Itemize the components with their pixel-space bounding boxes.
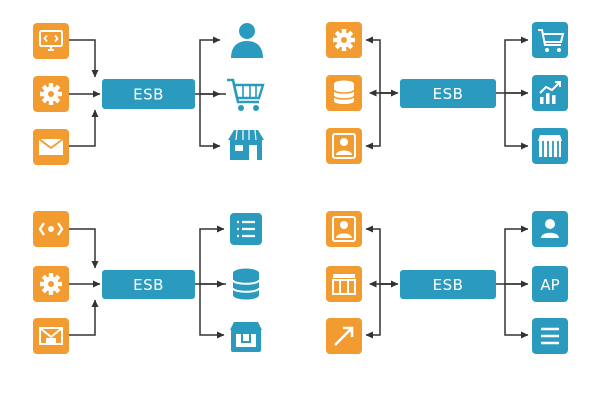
esb-box: ESB — [102, 270, 195, 299]
esb-label: ESB — [133, 86, 164, 104]
mail-icon — [33, 129, 69, 165]
connectors — [68, 225, 226, 339]
cart-icon — [532, 22, 568, 58]
diagram-bottom-right: ESB AP — [326, 211, 568, 354]
store-icon — [230, 322, 262, 352]
connectors — [365, 36, 529, 150]
connectors — [68, 36, 226, 150]
store-icon — [228, 129, 264, 160]
gear-icon — [326, 22, 362, 58]
database-icon — [326, 75, 362, 111]
user-icon — [326, 211, 362, 247]
esb-label: ESB — [433, 85, 464, 103]
user-icon — [532, 211, 568, 247]
esb-label: ESB — [433, 276, 464, 294]
menu-icon — [532, 318, 568, 354]
code-icon — [33, 211, 69, 247]
diagram-bottom-left: ESB — [33, 211, 262, 354]
database-icon — [232, 268, 260, 300]
esb-label: ESB — [133, 276, 164, 294]
chart-icon — [326, 318, 362, 354]
gear-icon — [33, 76, 69, 112]
mail-icon — [33, 318, 69, 354]
api-icon-label: AP — [540, 276, 559, 294]
code-icon — [33, 23, 69, 59]
api-icon: AP — [532, 266, 568, 302]
gear-icon — [33, 266, 69, 302]
store-icon — [532, 128, 568, 164]
diagram-top-right: ESB — [326, 22, 568, 164]
esb-box: ESB — [400, 270, 496, 299]
chart-icon — [532, 75, 568, 111]
user-icon — [231, 23, 263, 58]
table-icon — [326, 266, 362, 302]
connectors — [365, 225, 529, 339]
list-icon — [230, 213, 262, 245]
diagram-top-left: ESB — [33, 23, 265, 165]
esb-box: ESB — [400, 79, 496, 108]
user-icon — [326, 128, 362, 164]
cart-icon — [227, 78, 265, 111]
esb-box: ESB — [102, 79, 195, 109]
